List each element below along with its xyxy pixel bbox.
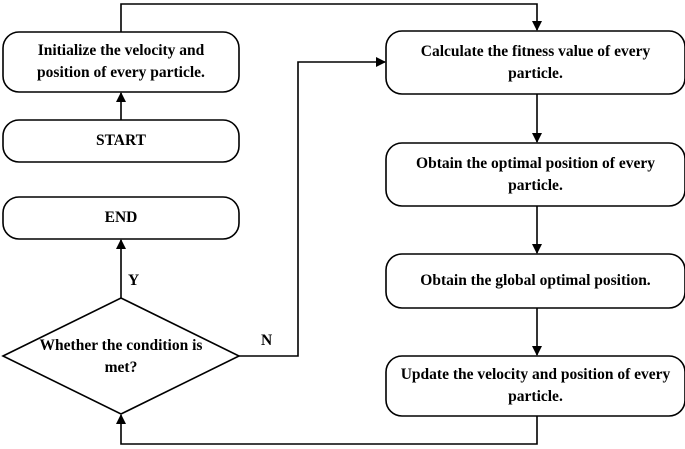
yes-edge-label: Y: [128, 272, 140, 289]
end-node-label: END: [104, 209, 138, 226]
start-node-label: START: [96, 132, 146, 149]
optimal-box: [385, 142, 685, 207]
fitness-node-label: Calculate the fitness value of every par…: [420, 42, 651, 82]
update-box: [385, 355, 685, 417]
condition-to-fitness-arrow: [239, 57, 386, 357]
update-node-label: Update the velocity and position of ever…: [400, 366, 671, 405]
init-node-label: Initialize the velocity and position of …: [37, 42, 205, 81]
global-box: [385, 253, 685, 309]
no-edge-label: N: [261, 332, 273, 349]
condition-node-label: Whether the condition is met?: [39, 337, 203, 376]
fitness-box: [385, 30, 685, 95]
global-node-label: Obtain the global optimal position.: [420, 272, 651, 289]
update-to-condition-arrow: [116, 414, 538, 445]
init-to-fitness-arrow: [120, 3, 542, 32]
optimal-node-label: Obtain the optimal position of every par…: [416, 154, 655, 194]
